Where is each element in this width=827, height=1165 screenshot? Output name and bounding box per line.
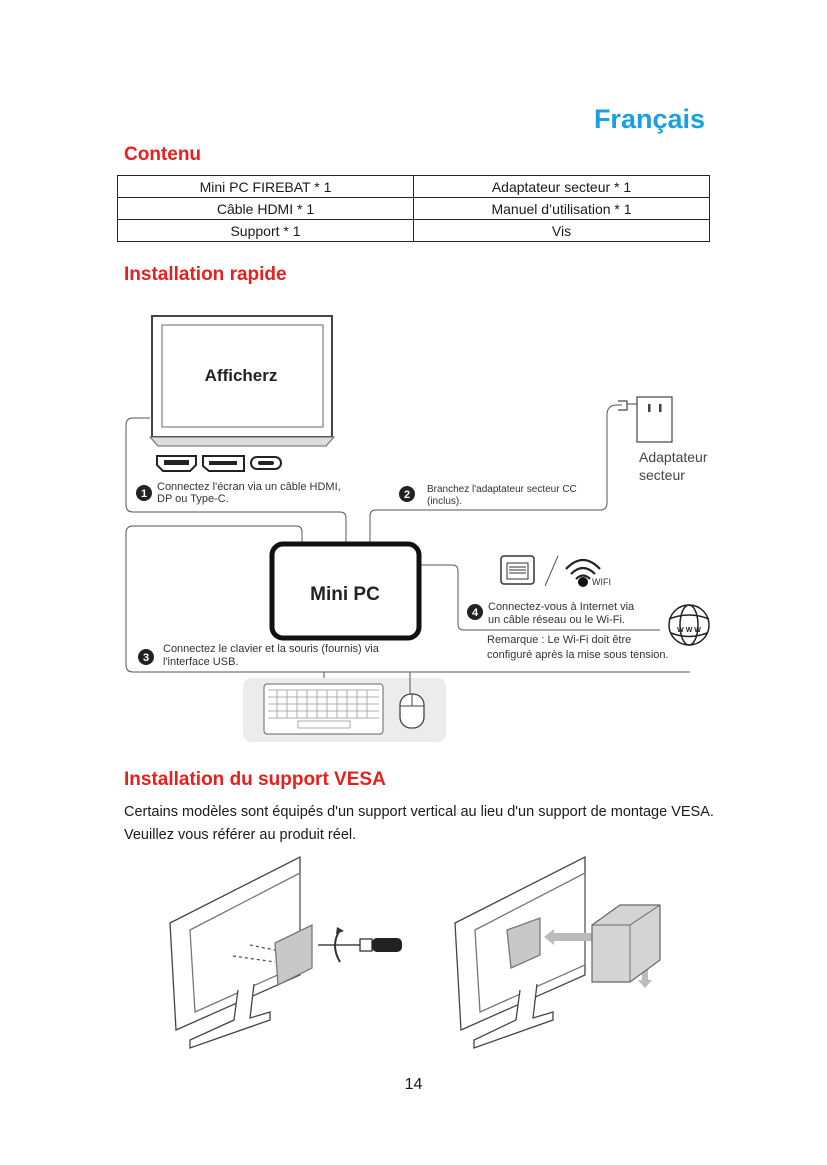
display-monitor-icon xyxy=(148,315,336,447)
table-cell: Mini PC FIREBAT * 1 xyxy=(117,175,414,198)
connector-line xyxy=(369,404,622,545)
page-number: 14 xyxy=(404,1076,423,1093)
step-4-text-2: un câble réseau ou le Wi-Fi. xyxy=(488,614,625,626)
quick-install-heading: Installation rapide xyxy=(124,264,287,285)
table-row: Support * 1 Vis xyxy=(117,219,710,242)
quick-install-diagram: Afficherz 1 Connectez l'écran via un câb… xyxy=(125,315,710,742)
mini-pc-label: Mini PC xyxy=(310,584,380,605)
vesa-heading: Installation du support VESA xyxy=(124,769,386,790)
step-4-badge xyxy=(467,604,483,620)
monitor-with-minipc-illustration xyxy=(454,855,586,1049)
language-title: Français xyxy=(593,104,705,134)
hdmi-port-icon xyxy=(156,455,197,472)
usb-c-port-icon xyxy=(250,456,282,470)
mini-pc-icon xyxy=(269,541,422,641)
remark-text-2: configuré après la mise sous tension. xyxy=(487,649,669,661)
contents-heading: Contenu xyxy=(124,144,202,165)
adapter-label-2: secteur xyxy=(639,467,685,483)
step-2-text: Branchez l'adaptateur secteur CC xyxy=(427,484,577,495)
step-1-text-2: DP ou Type-C. xyxy=(157,493,229,505)
table-row: Mini PC FIREBAT * 1 Adaptateur secteur *… xyxy=(117,175,710,198)
connector-line xyxy=(125,417,347,545)
table-cell: Adaptateur secteur * 1 xyxy=(413,175,710,198)
step-2-badge xyxy=(399,486,415,502)
table-row: Câble HDMI * 1 Manuel d’utilisation * 1 xyxy=(117,197,710,220)
step-4-number: 4 xyxy=(472,607,479,619)
connector-line xyxy=(420,564,660,631)
wifi-dot-icon xyxy=(578,577,588,587)
table-cell: Vis xyxy=(413,219,710,242)
monitor-with-bracket-illustration xyxy=(169,855,313,1049)
step-3-text: Connectez le clavier et la souris (fourn… xyxy=(163,643,380,655)
remark-text: Remarque : Le Wi-Fi doit être xyxy=(487,634,631,646)
table-cell: Câble HDMI * 1 xyxy=(117,197,414,220)
step-1-badge xyxy=(136,485,152,501)
step-3-text-2: l'interface USB. xyxy=(163,656,238,668)
mouse-icon xyxy=(399,672,425,729)
globe-icon xyxy=(668,604,710,646)
step-2-number: 2 xyxy=(404,489,410,501)
connector-line xyxy=(125,525,690,673)
display-label: Afficherz xyxy=(205,366,278,385)
keyboard-icon xyxy=(263,683,384,735)
table-cell: Manuel d’utilisation * 1 xyxy=(413,197,710,220)
divider-slash xyxy=(544,555,559,587)
arrow-icon xyxy=(544,929,652,988)
power-adapter-icon xyxy=(618,396,673,443)
contents-table: Mini PC FIREBAT * 1 Adaptateur secteur *… xyxy=(117,175,710,242)
step-3-badge xyxy=(138,649,154,665)
screwdriver-icon xyxy=(318,927,402,963)
wifi-icon xyxy=(565,558,601,580)
vesa-paragraph: Certains modèles sont équipés d'un suppo… xyxy=(124,804,714,843)
table-cell: Support * 1 xyxy=(117,219,414,242)
step-1-text: Connectez l'écran via un câble HDMI, xyxy=(157,481,341,493)
step-3-number: 3 xyxy=(143,652,149,664)
globe-www-label: W W W xyxy=(677,627,701,634)
step-2-text-2: (inclus). xyxy=(427,496,462,507)
displayport-port-icon xyxy=(202,455,245,472)
ethernet-port-icon xyxy=(500,555,535,585)
adapter-label: Adaptateur xyxy=(639,449,708,465)
step-1-number: 1 xyxy=(141,488,147,500)
vesa-illustration xyxy=(169,855,661,1049)
wifi-label: WIFI xyxy=(592,577,611,587)
mini-pc-box-illustration xyxy=(591,904,661,983)
step-4-text: Connectez-vous à Internet via xyxy=(488,601,635,613)
